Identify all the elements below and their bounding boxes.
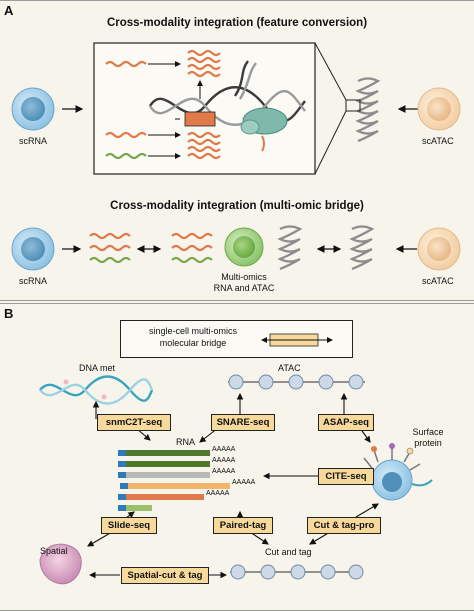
dna-met-label: DNA met: [79, 363, 116, 373]
scrna-cell-top: [11, 87, 55, 131]
bridge-legend-line1: single-cell multi-omics: [148, 326, 238, 336]
multiomics-label: Multi-omics RNA and ATAC: [213, 272, 275, 293]
polya-tail: AAAAA: [232, 479, 256, 486]
assay-asap-seq: ASAP-seq: [318, 414, 374, 431]
atac-label: ATAC: [278, 363, 301, 373]
scatac-label-bottom: scATAC: [422, 276, 454, 286]
spatial-label: Spatial: [40, 546, 68, 556]
bridge-legend-line2: molecular bridge: [159, 338, 227, 348]
cut-and-tag-label: Cut and tag: [265, 547, 312, 557]
scrna-cell-bottom: [11, 227, 55, 271]
rna-group-middle: [171, 232, 213, 264]
chromatin-fiber-right: [349, 225, 375, 271]
chromatin-fiber-middle: [277, 225, 303, 271]
feature-conversion-title: Cross-modality integration (feature conv…: [106, 17, 368, 29]
surface-protein-label: Surface protein: [412, 427, 444, 448]
assay-paired-tag: Paired-tag: [213, 517, 273, 534]
assay-snmc2t-seq: snmC2T-seq: [97, 414, 171, 431]
multiomic-cell: [224, 227, 264, 267]
assay-slide-seq: Slide-seq: [101, 517, 157, 534]
zoom-line-bottom: [314, 110, 347, 175]
polya-tail: AAAAA: [206, 490, 230, 497]
panel-a-graphics: [11, 42, 461, 271]
polya-tail: AAAAA: [212, 457, 236, 464]
panel-a-letter: A: [4, 3, 14, 18]
scatac-cell-bottom: [417, 227, 461, 271]
scatac-label-top: scATAC: [422, 136, 454, 146]
input-rna-strands-top: [105, 60, 147, 68]
gene-region: [184, 111, 216, 127]
rna-group-left: [89, 232, 131, 264]
zoom-line-top: [314, 42, 347, 101]
scatac-cell-top: [417, 87, 461, 131]
panel-a: A Cross-modality integration (feature co…: [0, 0, 474, 301]
rna-label: RNA: [176, 437, 196, 447]
polya-tail: AAAAA: [212, 468, 236, 475]
polymerase: [240, 107, 288, 152]
converted-rna-stack-bottom: [105, 131, 221, 160]
zoom-region: [345, 99, 361, 112]
polya-tail: AAAAA: [212, 446, 236, 453]
multiomic-bridge-title: Cross-modality integration (multi-omic b…: [110, 200, 364, 212]
assay-cut-tag-pro: Cut & tag-pro: [307, 517, 381, 534]
assay-spatial-cut-tag: Spatial-cut & tag: [121, 567, 209, 584]
panel-b-letter: B: [4, 306, 14, 321]
assay-snare-seq: SNARE-seq: [211, 414, 275, 431]
assay-cite-seq: CITE-seq: [318, 468, 374, 485]
scrna-label-top: scRNA: [19, 136, 48, 146]
converted-rna-stack-top: [187, 49, 221, 78]
chromatin-fiber-top: [355, 77, 381, 143]
scrna-label-bottom: scRNA: [19, 276, 48, 286]
